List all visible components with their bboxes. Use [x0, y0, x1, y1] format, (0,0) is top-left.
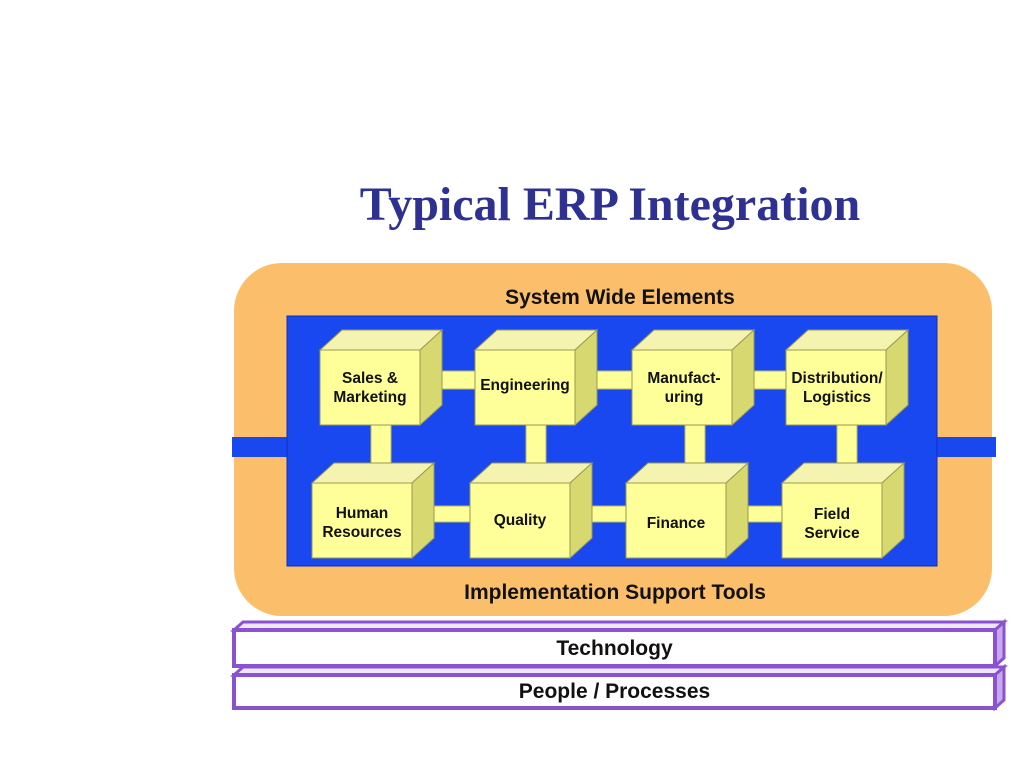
module-distribution-logistics-label: Distribution/ Logistics: [791, 369, 883, 406]
cube-sales-marketing: [318, 328, 444, 427]
people-processes-label: People / Processes: [518, 680, 711, 703]
module-manufacturing-label: Manufact- uring: [647, 369, 721, 406]
left-connector: [232, 437, 288, 457]
module-engineering-label: Engineering: [480, 376, 570, 394]
module-finance-label: Finance: [646, 515, 706, 532]
cube-distribution-logistics: [784, 328, 910, 427]
system-wide-elements-label: System Wide Elements: [505, 286, 735, 309]
module-human-resources-label: Human Resources: [322, 505, 402, 541]
cube-manufacturing: [630, 328, 756, 427]
module-sales-marketing-label: Sales & Marketing: [333, 369, 407, 406]
cube-quality: [468, 461, 594, 560]
people-processes-layer: [230, 663, 1008, 712]
right-connector: [936, 437, 996, 457]
link-hr-quality: [431, 505, 473, 523]
technology-label: Technology: [556, 637, 673, 660]
module-field-service-label: Field Service: [804, 505, 860, 542]
cube-human-resources: [310, 461, 436, 560]
cube-field-service: [780, 461, 906, 560]
cube-finance: [624, 461, 750, 560]
module-quality-label: Quality: [493, 512, 547, 529]
implementation-support-tools-label: Implementation Support Tools: [464, 581, 766, 604]
cube-engineering: [473, 328, 599, 427]
slide-title: Typical ERP Integration: [359, 178, 861, 231]
